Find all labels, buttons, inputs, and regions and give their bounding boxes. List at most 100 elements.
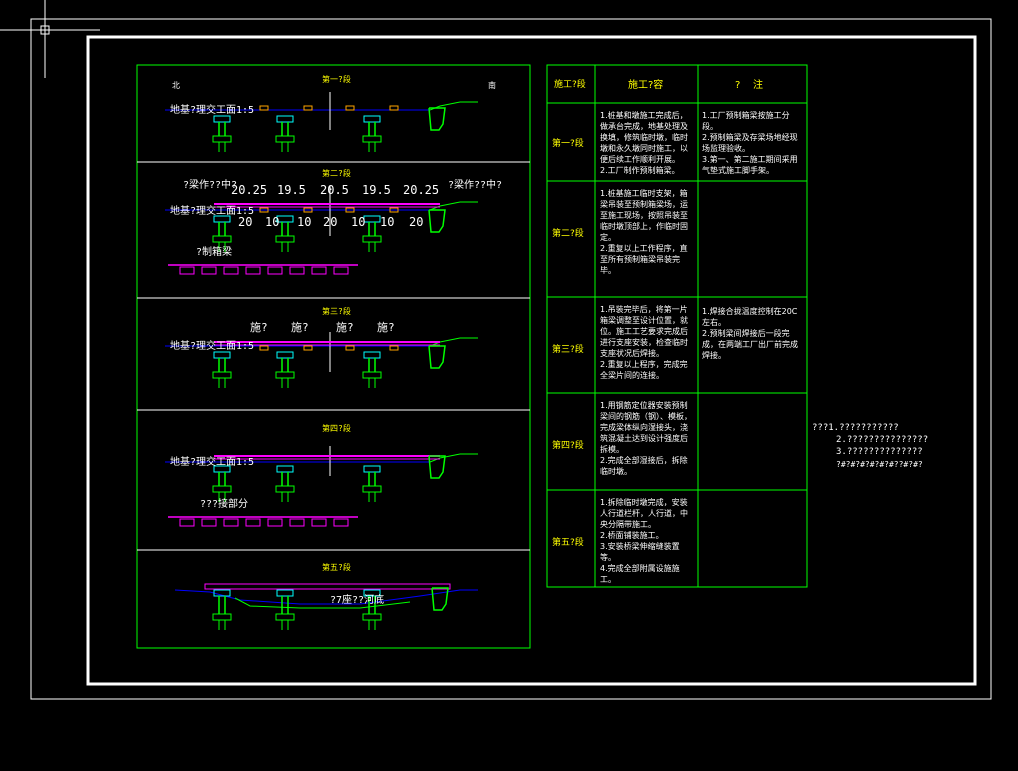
table-row-1-content: 1.桩基和墩施工完成后，做承台完成，地基处理及换填，修筑临时墩，临时墩和永久墩同… — [600, 111, 688, 175]
table-header-note: ? 注 — [735, 80, 764, 91]
box-beam-cell-s2-7 — [333, 266, 349, 275]
outer-frame — [30, 18, 992, 700]
river-bed-s5 — [174, 589, 478, 605]
deck-s5 — [204, 583, 451, 590]
abutment-s3 — [428, 345, 446, 369]
pier-cap-s4-1 — [276, 465, 294, 473]
box-beam-cell-s2-3 — [245, 266, 261, 275]
bearing-s1-0 — [259, 105, 269, 111]
pier-cap-s2-0 — [213, 215, 231, 223]
pier-footing-s5-2 — [362, 613, 382, 621]
pier-cap-s5-0 — [213, 589, 231, 597]
pier-cap-s1-0 — [213, 115, 231, 123]
table-header-stage: 施工?段 — [554, 80, 586, 90]
pier-cap-s5-2 — [363, 589, 381, 597]
river-bank-s5 — [234, 597, 411, 609]
box-beam-cell-s2-5 — [289, 266, 305, 275]
box-beam-cell-s2-0 — [179, 266, 195, 275]
bearing-s1-2 — [345, 105, 355, 111]
abutment-s4 — [428, 455, 446, 479]
box-beam-cell-s4-3 — [245, 518, 261, 527]
bearing-s2-3 — [389, 207, 399, 213]
panel-title-stage-3: 第三?段 — [322, 307, 351, 316]
inner-frame — [86, 35, 977, 686]
stage2-dim-bottom-3: 10 — [297, 215, 312, 229]
box-beam-cell-s2-6 — [311, 266, 327, 275]
stage2-dim-top-2: 19.5 — [277, 183, 306, 197]
pier-footing-s1-0 — [212, 135, 232, 143]
abutment-s5 — [431, 587, 449, 611]
side-note-2: 2.??????????????? — [836, 435, 929, 445]
table-row-5-stage: 第五?段 — [552, 538, 584, 548]
stage2-left-note: ?梁作??中? — [183, 180, 238, 191]
bearing-s3-1 — [303, 345, 313, 351]
embankment-s3 — [429, 337, 478, 347]
panel-title-stage-4: 第四?段 — [322, 424, 351, 433]
stage2-dim-bottom-7: 20 — [409, 215, 424, 229]
box-beam-cell-s4-2 — [223, 518, 239, 527]
pier-footing-s2-2 — [362, 235, 382, 243]
table-row-1-note: 1.工厂预制箱梁按施工分段。 2.预制箱梁及存梁场地经现场监理验收。 3.第一、… — [702, 111, 798, 175]
box-beam-cell-s4-0 — [179, 518, 195, 527]
table-row-1-stage: 第一?段 — [552, 139, 584, 149]
box-beam-cell-s2-2 — [223, 266, 239, 275]
box-beam-cell-s2-1 — [201, 266, 217, 275]
stage2-right-note: ?梁作??中? — [448, 180, 503, 191]
embankment-s1 — [429, 101, 478, 111]
stage3-mark-2: 施? — [291, 321, 309, 334]
panel-title-stage-2: 第二?段 — [322, 169, 351, 178]
pier-cap-s3-1 — [276, 351, 294, 359]
pier-footing-s2-1 — [275, 235, 295, 243]
abutment-s2 — [428, 209, 446, 233]
bearing-s3-3 — [389, 345, 399, 351]
table-row-4-stage: 第四?段 — [552, 441, 584, 451]
bearing-s2-2 — [345, 207, 355, 213]
table-row-4-content: 1.用钢筋定位器安装预制梁间的钢筋（钢）、模板，完成梁体纵向湿接头，浇筑混凝土达… — [600, 401, 692, 476]
pier-cap-s2-1 — [276, 215, 294, 223]
pier-footing-s5-0 — [212, 613, 232, 621]
bearing-s1-1 — [303, 105, 313, 111]
stage3-mark-4: 施? — [377, 321, 395, 334]
panel-title-stage-5: 第五?段 — [322, 563, 351, 572]
side-note-4: ?#?#?#?#?#?#??#?#? — [836, 460, 923, 469]
pier-cap-s5-1 — [276, 589, 294, 597]
stage2-dim-bottom-1: 20 — [238, 215, 253, 229]
bridge-elevations — [165, 92, 478, 630]
side-note-3: 3.?????????????? — [836, 447, 923, 457]
section-label-4: 地基?理交工面1:5 — [170, 457, 255, 468]
stage2-dim-bottom-2: 10 — [265, 215, 280, 229]
stage2-dim-top-5: 20.25 — [403, 183, 440, 197]
embankment-s2 — [429, 201, 478, 211]
bearing-s2-1 — [303, 207, 313, 213]
box-beam-cell-s4-7 — [333, 518, 349, 527]
abutment-s1 — [428, 107, 446, 131]
pier-cap-s3-0 — [213, 351, 231, 359]
pier-footing-s1-1 — [275, 135, 295, 143]
stage2-dim-bottom-6: 10 — [380, 215, 395, 229]
table-row-5-content: 1.拆除临时墩完成，安装人行道栏杆，人行道，中央分隔带施工。 2.桥面铺装施工。… — [600, 498, 688, 584]
stage5-river-label: ?7座??河底 — [330, 595, 385, 606]
stage2-dim-bottom-5: 10 — [351, 215, 366, 229]
pier-footing-s3-1 — [275, 371, 295, 379]
pier-footing-s3-2 — [362, 371, 382, 379]
bearing-s3-0 — [259, 345, 269, 351]
section-label-2: 地基?理交工面1:5 — [170, 206, 255, 217]
pier-cap-s2-2 — [363, 215, 381, 223]
stage3-mark-3: 施? — [336, 321, 354, 334]
pier-cap-s4-0 — [213, 465, 231, 473]
pier-cap-s1-1 — [276, 115, 294, 123]
pier-cap-s4-2 — [363, 465, 381, 473]
box-beam-cell-s4-5 — [289, 518, 305, 527]
table-row-2-content: 1.桩基施工临时支架，箱梁吊装至预制箱梁场，运至施工现场，按照吊装至临时墩顶部上… — [600, 189, 688, 275]
table-row-3-content: 1.吊装完毕后，将第一片箱梁调整至设计位置，就位。施工工艺要求完成后进行支座安装… — [600, 305, 688, 380]
section-label-3: 地基?理交工面1:5 — [170, 341, 255, 352]
stage2-dim-bottom-4: 20 — [323, 215, 338, 229]
embankment-s4 — [429, 453, 478, 463]
stage-table-grid — [546, 64, 808, 588]
bearing-s1-3 — [389, 105, 399, 111]
table-row-3-stage: 第三?段 — [552, 345, 584, 355]
panel-title-stage-1: 第一?段 — [322, 75, 351, 84]
pier-footing-s4-2 — [362, 485, 382, 493]
section-label-1: 地基?理交工面1:5 — [170, 105, 255, 116]
